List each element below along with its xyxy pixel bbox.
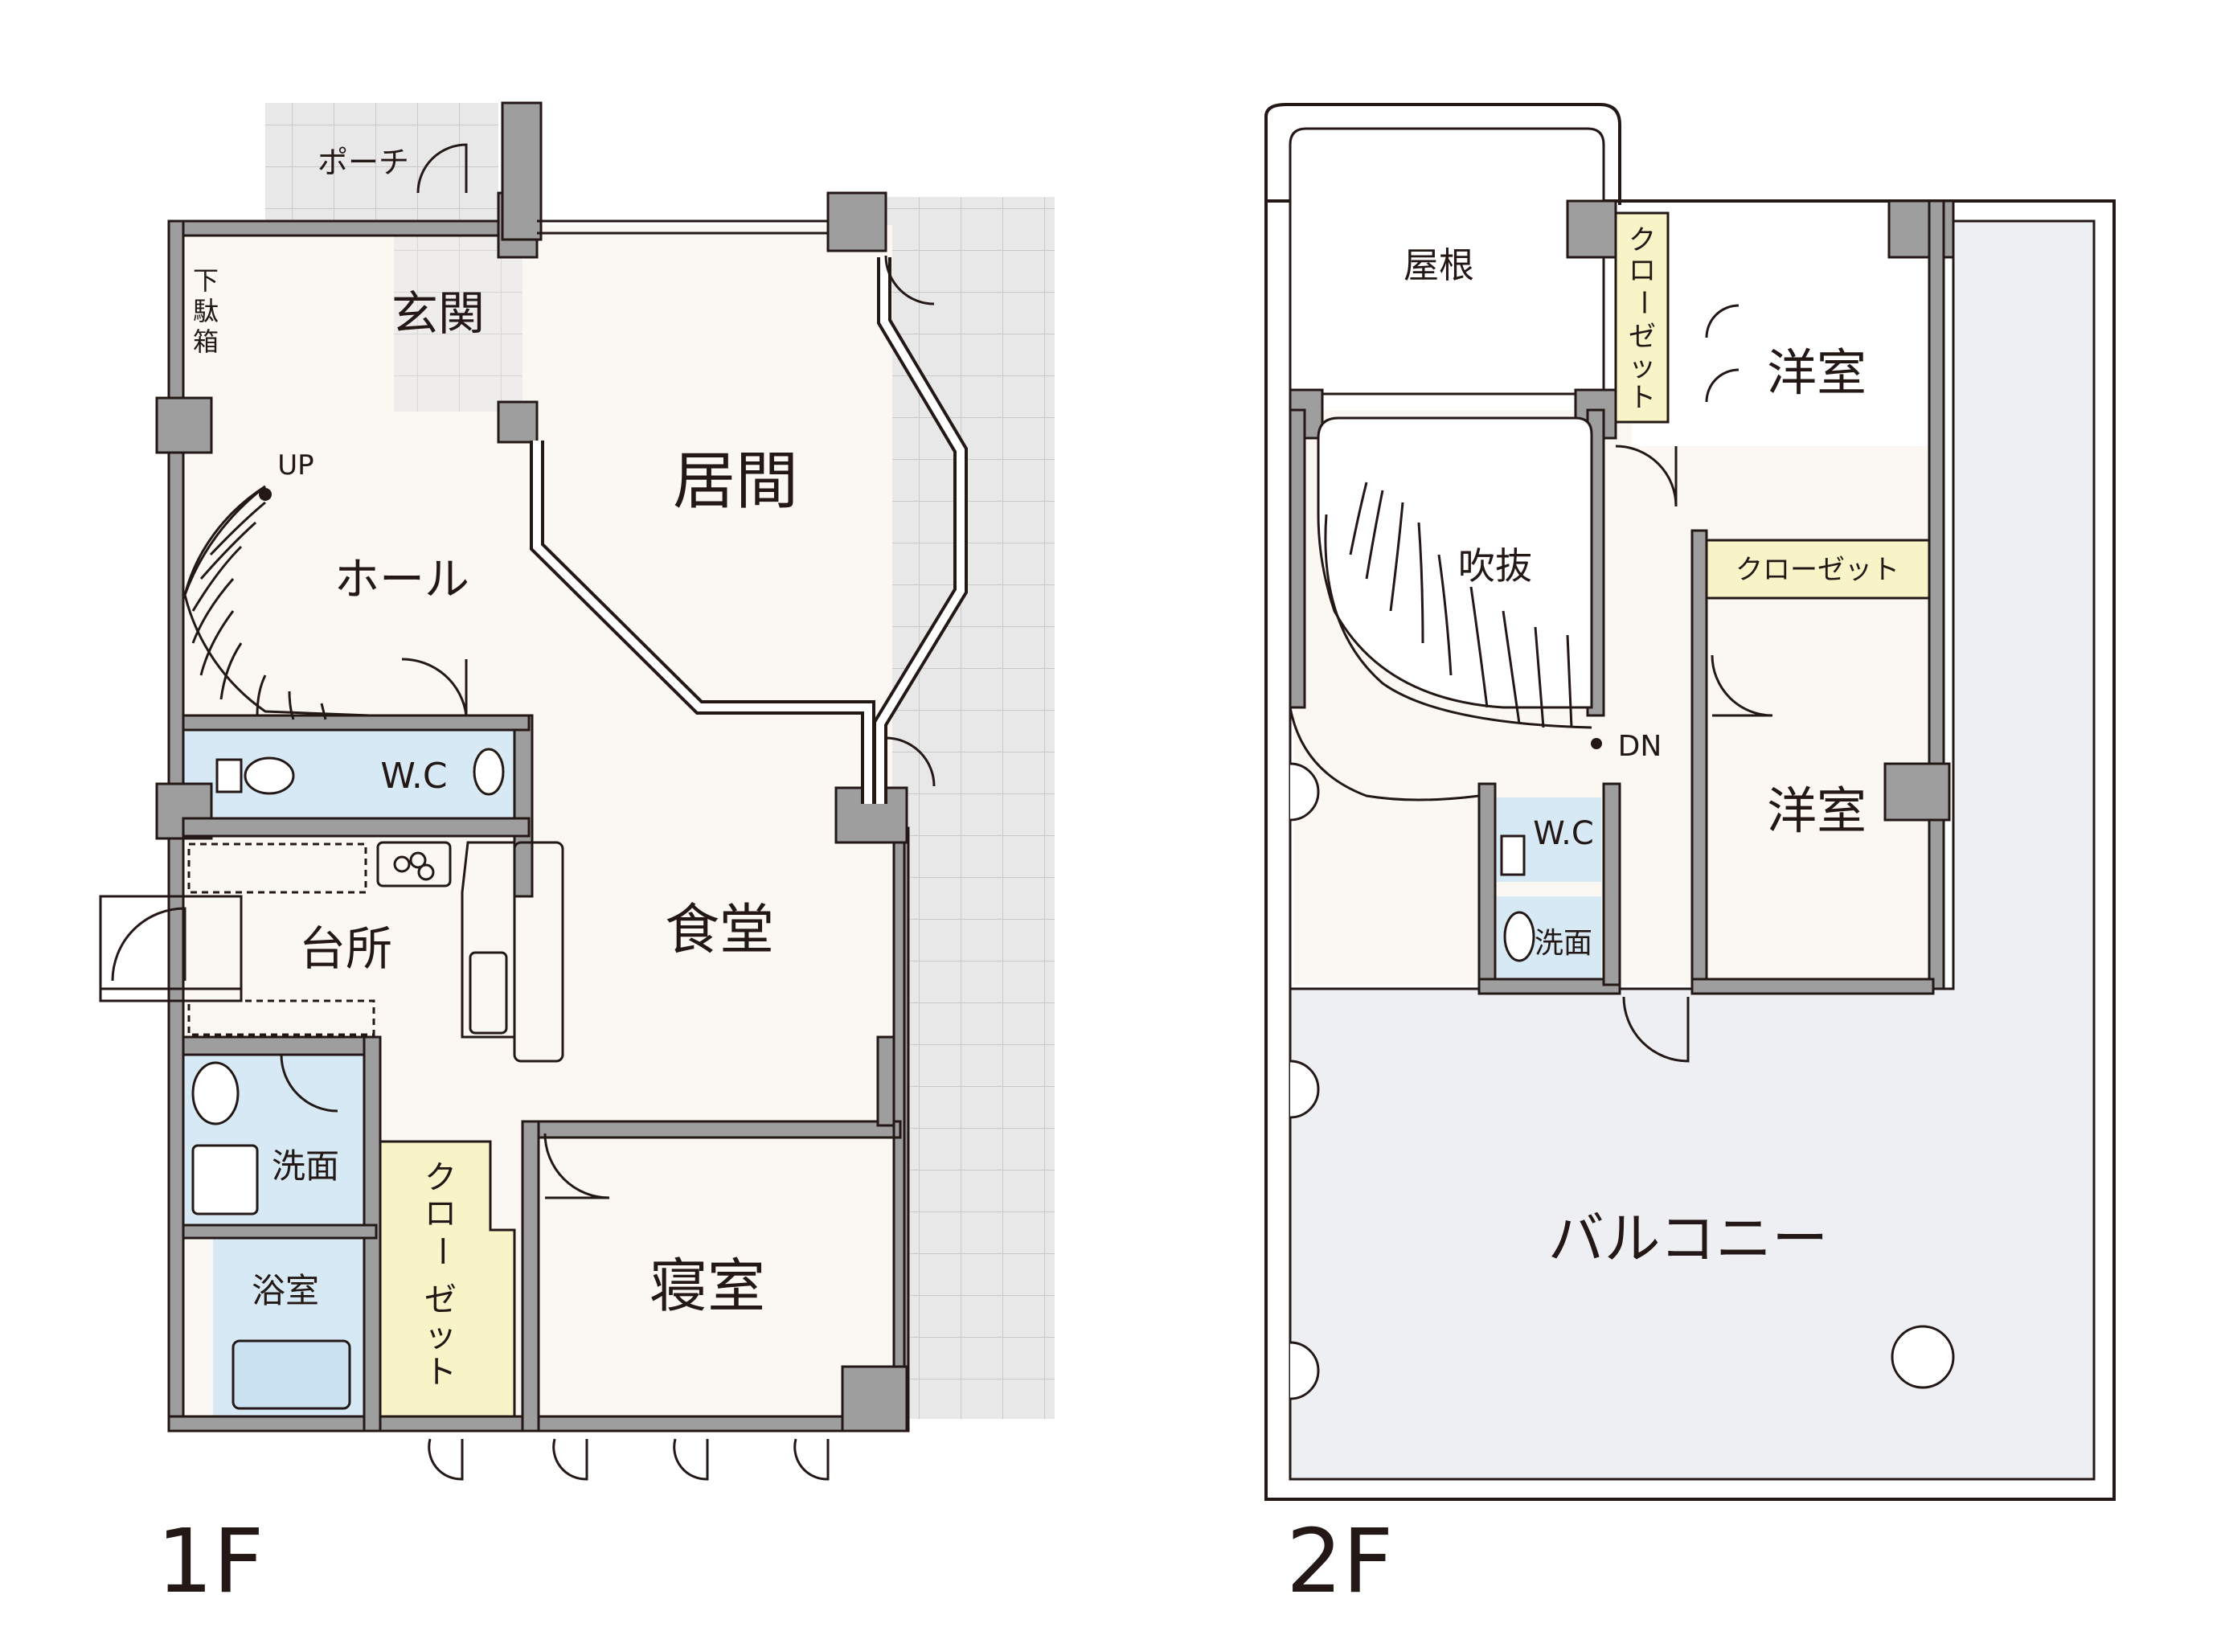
fridge-space [99,895,243,1002]
stair-down-dot [1591,738,1602,749]
bathtub [232,1339,351,1410]
closet-2f-vertical [1614,211,1670,424]
stairs-up-label: UP [277,449,313,482]
washroom-2f-label: 洗面 [1535,927,1592,960]
closet-2f-char: ー [1627,289,1659,316]
kitchen-label: 台所 [299,921,392,976]
closet-2f-char: ト [1629,382,1656,414]
western-room-2-label: 洋室 [1767,781,1867,840]
closet-2f-char: ク [1629,224,1656,256]
toilet-2f-label: W.C [1533,815,1594,852]
stairs-1f [183,485,371,720]
entrance-label: 玄関 [391,286,485,341]
closet-2f-char: ロ [1629,255,1656,287]
porch-tile-area [265,103,498,232]
porch-label: ポーチ [318,145,409,180]
closet-2f-char: ゼ [1629,321,1656,353]
second-floor-plan [1264,103,2116,1501]
bedroom-label: 寝室 [649,1252,765,1320]
shoe-box-label-2: 駄 [193,296,219,326]
terrace-tile-area [884,197,1055,1419]
living-label: 居間 [673,445,798,518]
stair-up-dot [259,488,272,501]
closet-1f-label: ク ロ ー ゼ ッ ト [423,1159,460,1391]
shoe-box-label-1: 下 [193,265,219,296]
first-floor-plan [99,101,1055,1481]
shoe-box-label-3: 箱 [193,326,219,357]
balcony-drain [1891,1325,1955,1389]
roof-label: 屋根 [1403,245,1474,286]
toilet-1f-label: W.C [380,756,447,797]
balcony-floor [1289,219,2096,1481]
balcony-label: バルコニー [1548,1206,1829,1272]
hall-label: ホール [334,554,469,606]
closet-1f-char: ロ [424,1195,457,1232]
western-room-1-label: 洋室 [1767,343,1867,402]
closet-1f-char: ト [424,1354,457,1391]
washroom-1f-label: 洗面 [272,1146,339,1186]
dining-label: 食堂 [665,899,774,962]
closet-1f-char: ー [423,1235,460,1267]
room-labels: ポーチ 玄関 下 駄 箱 居間 UP ホール W.C 台所 食堂 洗面 浴室 寝… [157,145,1899,1613]
bathroom-label: 浴室 [252,1271,319,1310]
floor-label-1f: 1F [157,1510,264,1613]
closet-2f-vertical-label: ク ロ ー ゼ ッ ト [1627,224,1659,414]
atrium-label: 吹抜 [1458,544,1532,588]
closet-2f-horizontal-label: クローゼット [1735,554,1899,586]
floor-label-2f: 2F [1286,1510,1393,1613]
stairs-down-label: DN [1618,730,1662,763]
closet-2f-char: ッ [1629,351,1656,383]
closet-1f-char: ク [424,1159,457,1196]
closet-1f-char: ッ [424,1318,457,1355]
closet-2f-horizontal [1703,539,1932,600]
stairs-2f [1289,482,1592,801]
closet-1f-char: ゼ [424,1281,457,1318]
atrium-floor [1317,416,1593,709]
roof-area [1289,127,1605,396]
